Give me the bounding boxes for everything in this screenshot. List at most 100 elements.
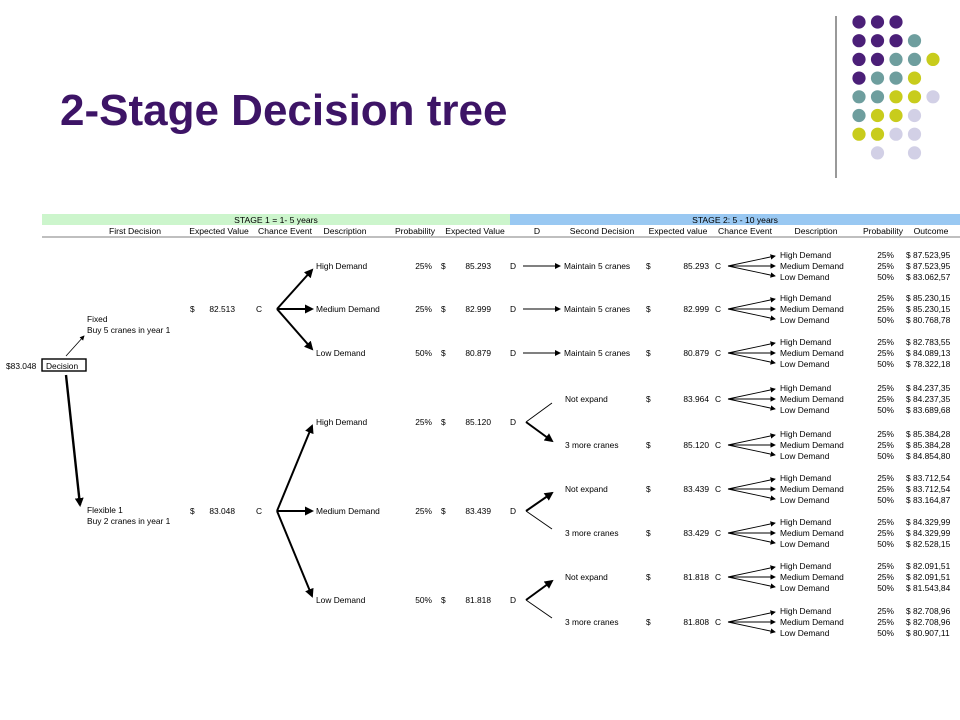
outcome-value: $ 85.384,28 — [906, 429, 951, 439]
outcome-value: $ 84.329,99 — [906, 517, 951, 527]
outcome-description: High Demand — [780, 517, 832, 527]
outcome-description: High Demand — [780, 473, 832, 483]
decorative-dot — [870, 90, 885, 104]
event-probability: 25% — [415, 506, 432, 516]
outcome-value: $ 84.329,99 — [906, 528, 951, 538]
decorative-dot — [852, 90, 866, 104]
second-decision-label: Not expand — [565, 484, 608, 494]
outcome-probability: 50% — [877, 583, 894, 593]
outcome-probability: 50% — [877, 495, 894, 505]
outcome-value: $ 85.230,15 — [906, 293, 951, 303]
decorative-dot — [852, 15, 866, 29]
decorative-dot — [889, 15, 903, 29]
outcome-branch — [727, 532, 776, 545]
outcome-chance-node: C — [715, 348, 721, 358]
decorative-dot — [870, 108, 885, 123]
decorative-dot — [870, 15, 885, 29]
outcome-description: Medium Demand — [780, 261, 844, 271]
outcome-value: $ 87.523,95 — [906, 250, 951, 260]
outcome-probability: 25% — [877, 561, 894, 571]
outcome-description: High Demand — [780, 561, 832, 571]
outcome-value: $ 84.089,13 — [906, 348, 951, 358]
event-currency: $ — [441, 304, 446, 314]
outcome-probability: 25% — [877, 606, 894, 616]
outcome-value: $ 78.322,18 — [906, 359, 951, 369]
decision-node: D — [510, 261, 516, 271]
outcome-description: Low Demand — [780, 359, 830, 369]
event-description: High Demand — [316, 261, 368, 271]
decision-branch — [525, 599, 553, 619]
outcome-branch — [727, 610, 776, 623]
slide-title: 2-Stage Decision tree — [60, 86, 508, 135]
decision-node: D — [510, 595, 516, 605]
decision-currency: $ — [646, 528, 651, 538]
root-expected-value: $83.048 — [6, 361, 37, 371]
second-decision-label: 3 more cranes — [565, 528, 619, 538]
outcome-probability: 25% — [877, 250, 894, 260]
decorative-dot — [870, 52, 885, 66]
outcome-probability: 25% — [877, 517, 894, 527]
decision-branch — [525, 402, 553, 423]
outcome-value: $ 85.384,28 — [906, 440, 951, 450]
outcome-value: $ 82.528,15 — [906, 539, 951, 549]
outcome-description: High Demand — [780, 606, 832, 616]
outcome-description: High Demand — [780, 337, 832, 347]
outcome-value: $ 83.712,54 — [906, 473, 951, 483]
outcome-chance-node: C — [715, 484, 721, 494]
decision-currency: $ — [646, 394, 651, 404]
decision-expected-value: 82.999 — [683, 304, 709, 314]
outcome-probability: 25% — [877, 473, 894, 483]
decision-expected-value: 81.818 — [683, 572, 709, 582]
decorative-dot — [907, 108, 922, 123]
stage2-band — [510, 214, 960, 225]
chance-node: C — [256, 304, 262, 314]
outcome-description: High Demand — [780, 429, 832, 439]
decision-currency: $ — [646, 572, 651, 582]
outcome-description: Medium Demand — [780, 572, 844, 582]
outcome-description: Low Demand — [780, 451, 830, 461]
decision-expected-value: 85.120 — [683, 440, 709, 450]
option-branch-fixed — [65, 335, 85, 357]
outcome-probability: 25% — [877, 484, 894, 494]
decorative-dot-grid — [835, 15, 940, 178]
outcome-value: $ 82.091,51 — [906, 561, 951, 571]
outcome-value: $ 84.854,80 — [906, 451, 951, 461]
outcome-branch — [727, 477, 776, 490]
outcome-probability: 25% — [877, 394, 894, 404]
column-header: Outcome — [914, 226, 949, 236]
event-currency: $ — [441, 595, 446, 605]
column-header: Second Decision — [570, 226, 635, 236]
second-decision-label: 3 more cranes — [565, 440, 619, 450]
outcome-branch — [727, 308, 776, 321]
decorative-dot — [907, 34, 922, 48]
outcome-description: Low Demand — [780, 405, 830, 415]
outcome-description: Low Demand — [780, 583, 830, 593]
event-expected-value: 85.120 — [465, 417, 491, 427]
outcome-branch — [727, 444, 776, 457]
outcome-probability: 50% — [877, 272, 894, 282]
decision-node: D — [510, 348, 516, 358]
outcome-description: High Demand — [780, 383, 832, 393]
outcome-probability: 50% — [877, 315, 894, 325]
event-probability: 50% — [415, 595, 432, 605]
decision-branch — [525, 510, 553, 530]
column-header: Probability — [863, 226, 904, 236]
outcome-value: $ 83.164,87 — [906, 495, 951, 505]
decision-expected-value: 81.808 — [683, 617, 709, 627]
second-decision-label: Maintain 5 cranes — [564, 261, 630, 271]
outcome-value: $ 87.523,95 — [906, 261, 951, 271]
event-probability: 50% — [415, 348, 432, 358]
outcome-description: Low Demand — [780, 539, 830, 549]
decision-branch — [525, 421, 554, 443]
column-header: Description — [324, 226, 367, 236]
column-header: Chance Event — [718, 226, 773, 236]
event-description: Medium Demand — [316, 304, 380, 314]
event-probability: 25% — [415, 261, 432, 271]
decorative-dot — [852, 127, 866, 141]
outcome-chance-node: C — [715, 304, 721, 314]
event-probability: 25% — [415, 417, 432, 427]
outcome-branch — [727, 565, 776, 578]
decorative-dot — [852, 52, 866, 66]
